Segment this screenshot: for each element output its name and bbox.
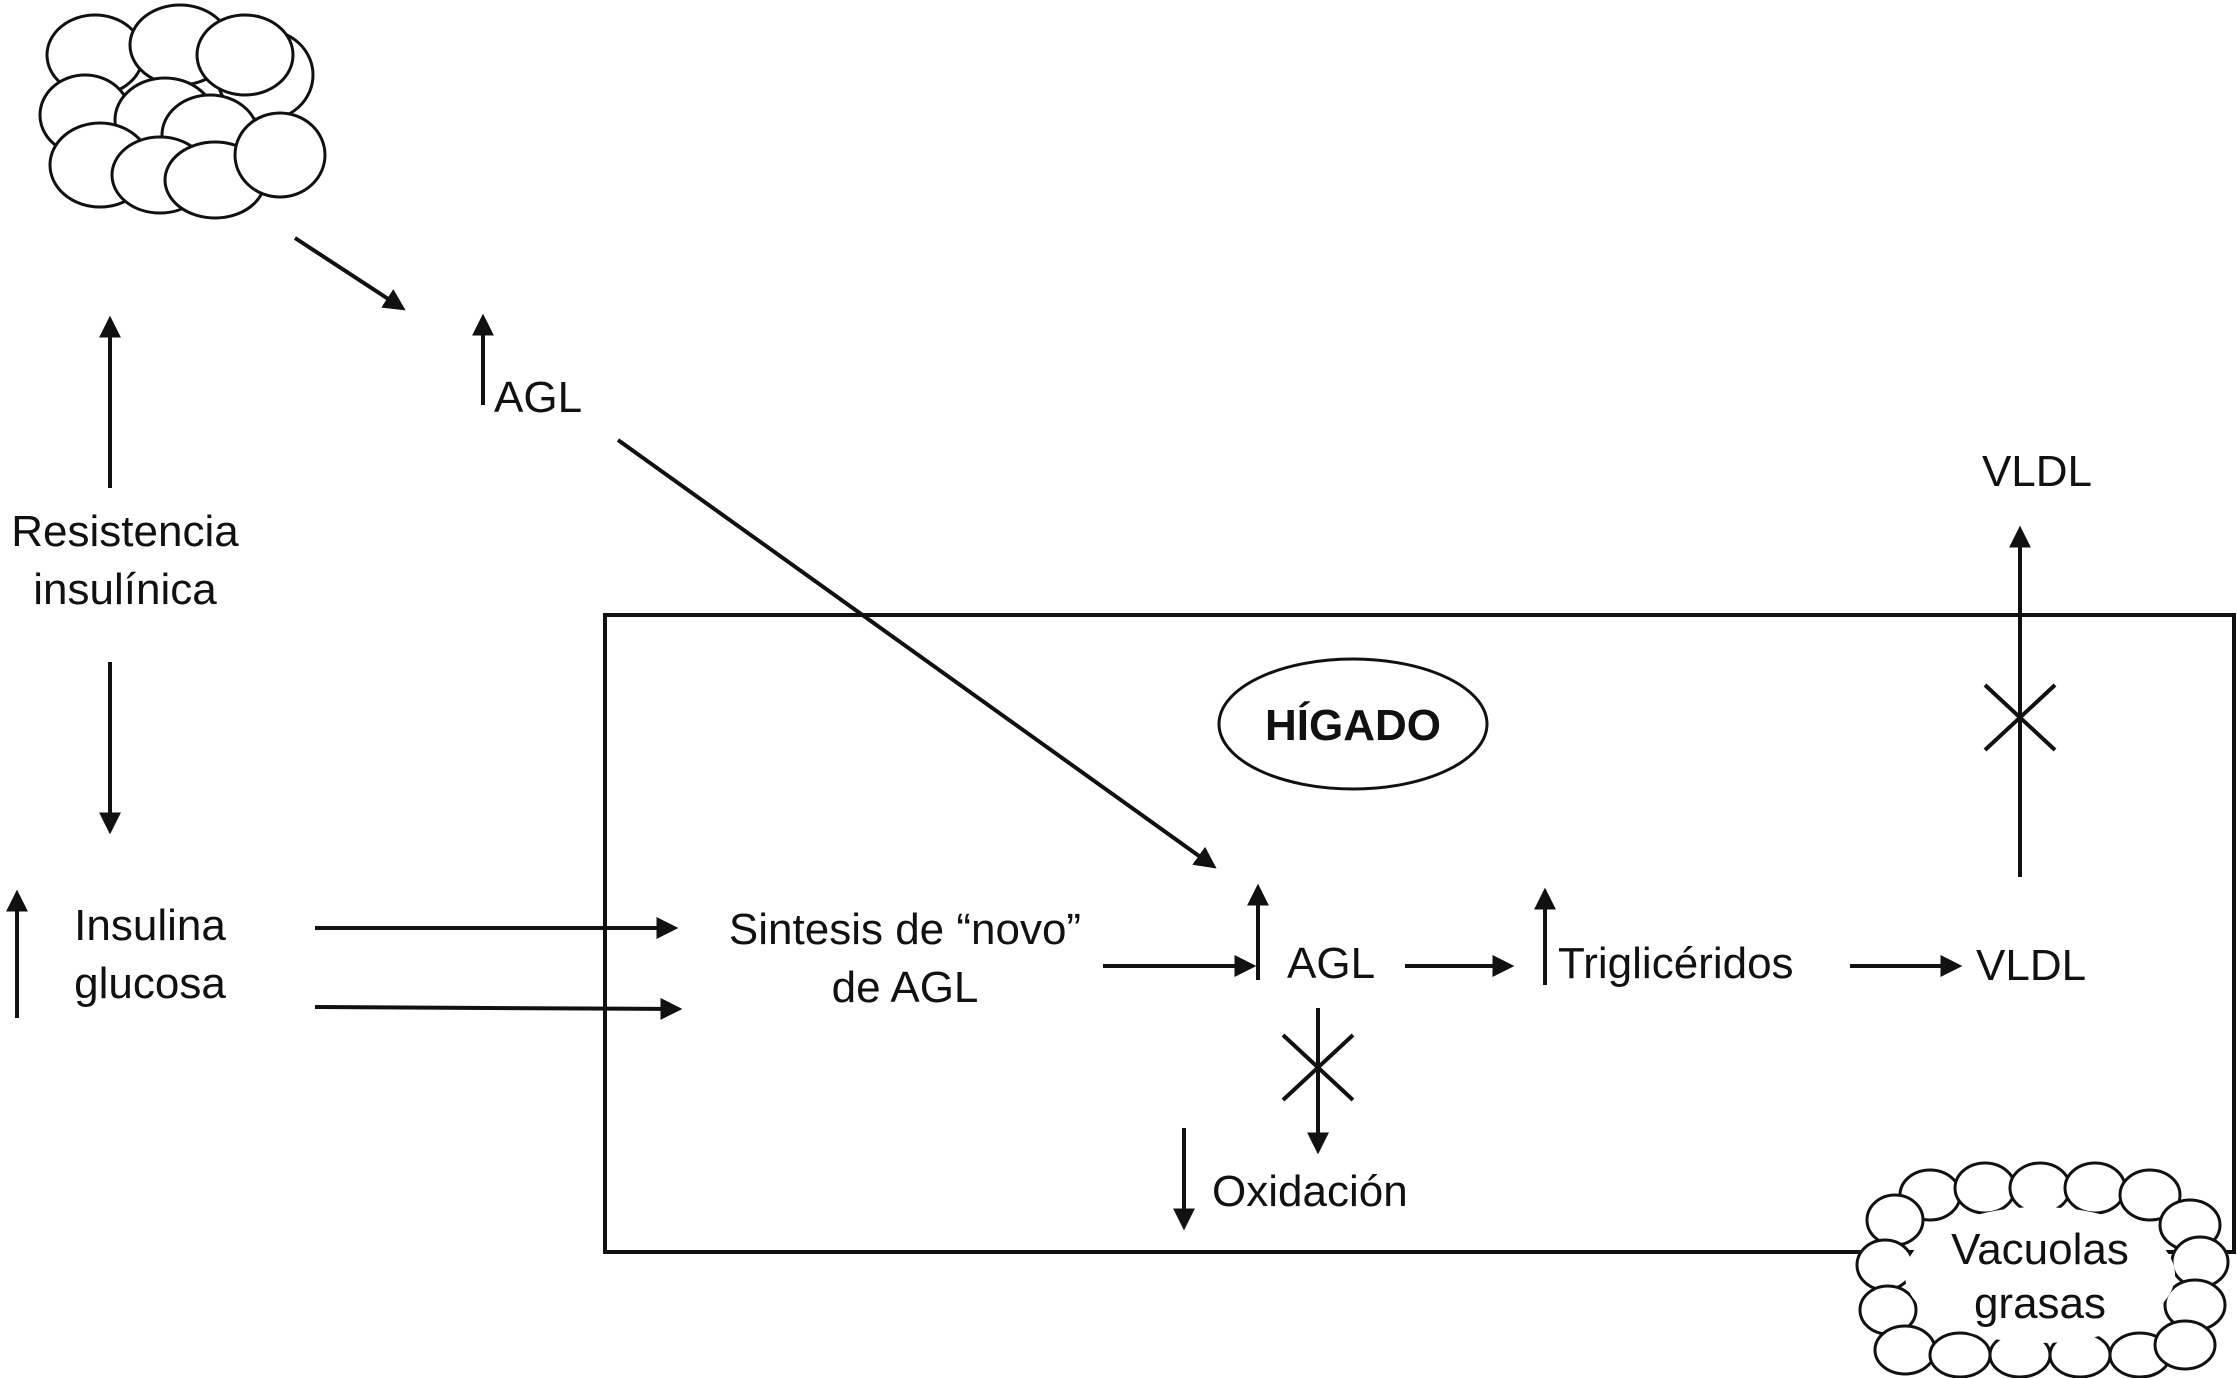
sintesis-label-line2: de AGL [832,963,979,1012]
fat-vacuoles-icon [1855,1161,2230,1378]
blocked-x-icon [1983,683,2057,752]
resistencia-label-line2: insulínica [33,565,217,614]
sintesis-label-line1: Sintesis de “novo” [729,905,1081,954]
insulina-label: Insulina [74,901,226,950]
oxidacion-label: Oxidación [1212,1167,1408,1216]
blocked-x-icon [1281,1033,1355,1102]
trigliceridos-label: Triglicéridos [1558,939,1794,988]
vacuolas-label-line1: Vacuolas [1951,1225,2129,1274]
higado-ellipse [1217,657,1489,791]
agl-top-label: AGL [494,373,582,422]
vldl-liver-label: VLDL [1976,941,2086,990]
vacuolas-label-line2: grasas [1974,1279,2106,1328]
resistencia-label-line1: Resistencia [11,507,239,556]
higado-label: HÍGADO [1265,700,1441,750]
arrow-adipose-to-agl [293,236,406,311]
agl-liver-label: AGL [1287,939,1375,988]
adipose-tissue-icon [38,3,327,220]
arrow-glucose-to-synthesis [314,997,683,1020]
liver-box [603,613,2236,1254]
glucosa-label: glucosa [74,959,226,1008]
arrow-agl-to-liver [616,438,1217,869]
vldl-top-label: VLDL [1982,447,2092,496]
